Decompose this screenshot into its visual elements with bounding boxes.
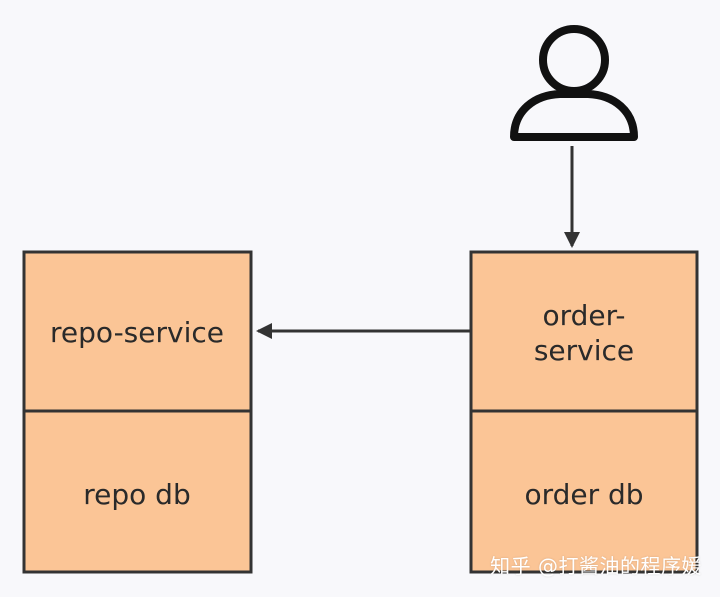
repo-db-label: repo db: [83, 478, 190, 511]
repo-db-box: [22, 409, 253, 574]
repo-service-box: [22, 250, 253, 413]
order-db-label: order db: [524, 478, 643, 511]
order-service-box: [469, 250, 699, 413]
order-db-box: [469, 409, 699, 574]
order-service-label-line2: service: [534, 334, 634, 367]
watermark-text: 知乎 @打酱油的程序媛: [490, 554, 702, 578]
order-service-label-line1: order-: [543, 299, 626, 332]
repo-service-label: repo-service: [50, 316, 224, 349]
user-icon: [510, 25, 638, 141]
